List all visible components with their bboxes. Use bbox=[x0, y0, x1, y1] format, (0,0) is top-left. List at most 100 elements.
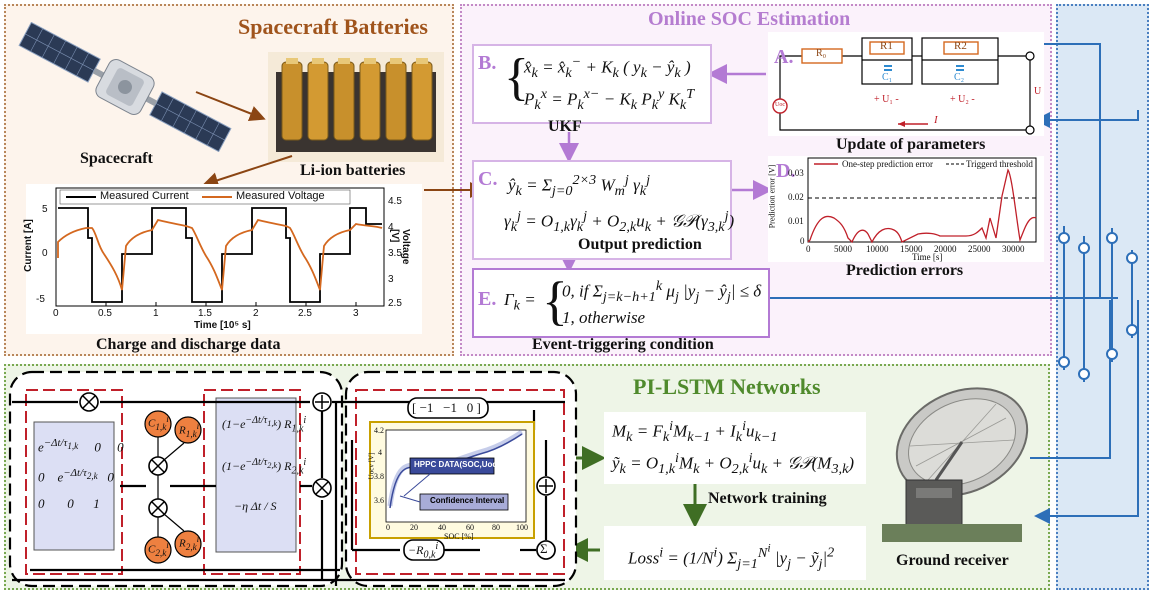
spacecraft-illustration bbox=[18, 22, 232, 152]
error-x-label: Time [s] bbox=[912, 252, 943, 262]
error-y-tick-0: 0.03 bbox=[788, 168, 804, 178]
ukf-eq-1: x̂k = x̂k− + Kk ( yk − ŷk ) bbox=[524, 54, 691, 82]
error-x-tick-2: 10000 bbox=[866, 244, 889, 254]
x-tick-6: 3 bbox=[353, 308, 359, 319]
event-brace: { bbox=[542, 271, 568, 331]
r0-block: −R0,ki bbox=[408, 541, 439, 561]
circuit-u1: + U₁ - bbox=[874, 94, 899, 105]
node-c1: C1,ki bbox=[148, 414, 169, 432]
inner-y-tick-2: 3.8 bbox=[374, 472, 384, 481]
inner-y-tick-0: 4.2 bbox=[374, 426, 384, 435]
loss-equation-box: Lossi = (1/Ni) Σj=1Ni |yj − ỹj|2 bbox=[604, 526, 866, 580]
y-right-tick-4: 2.5 bbox=[388, 298, 402, 309]
y-right-tick-0: 4.5 bbox=[388, 196, 402, 207]
inner-y-tick-3: 3.6 bbox=[374, 496, 384, 505]
output-eq-2: γkj = O1,kγkj + O2,kuk + 𝒢𝒫(γ3,kj) bbox=[504, 208, 735, 236]
update-params-label: Update of parameters bbox=[836, 136, 986, 153]
circuit-r1: R1 bbox=[880, 40, 893, 52]
error-chart-svg bbox=[807, 157, 1037, 244]
x-tick-5: 2.5 bbox=[298, 308, 312, 319]
inner-x-label: SOC [%] bbox=[444, 532, 474, 541]
ukf-equation-box: B. { x̂k = x̂k− + Kk ( yk − ŷk ) Pkx = P… bbox=[472, 44, 712, 124]
li-ion-label: Li-ion batteries bbox=[300, 162, 406, 179]
comm-line-5 bbox=[1040, 300, 1139, 517]
equivalent-circuit: A. R₀ R1 R2 C₁ C₂ + U₁ - + U₂ - U Uoc I bbox=[768, 32, 1044, 136]
network-training-label: Network training bbox=[708, 490, 827, 507]
y-right-tick-3: 3 bbox=[388, 274, 394, 285]
lstm-eq-2: ỹk = O1,kiMk + O2,kiuk + 𝒢𝒫(M3,k) bbox=[612, 450, 855, 478]
event-condition-box: E. Γk = { 0, if Σj=k−h+1k μj |yj − ŷj| ≤… bbox=[472, 268, 770, 338]
label-b: B. bbox=[478, 52, 497, 74]
label-c: C. bbox=[478, 168, 498, 190]
x-tick-2: 1 bbox=[153, 308, 159, 319]
node-c2: C2,ki bbox=[148, 540, 169, 558]
error-x-tick-4: 20000 bbox=[934, 244, 957, 254]
ground-receiver-label: Ground receiver bbox=[896, 552, 1009, 569]
y-right-tick-1: 4 bbox=[388, 222, 394, 233]
li-ion-batteries-image bbox=[268, 52, 444, 162]
input-matrix: (1−e−Δt/τ1,k) R1,ki (1−e−Δt/τ2,k) R2,ki … bbox=[222, 415, 307, 513]
circuit-svg bbox=[772, 37, 1035, 135]
y-left-tick-0: 5 bbox=[42, 204, 48, 215]
circuit-c2: C₂ bbox=[954, 72, 965, 83]
label-e: E. bbox=[478, 288, 497, 310]
data-caption: Charge and discharge data bbox=[96, 336, 281, 353]
circuit-uoc: Uoc bbox=[775, 102, 785, 108]
error-x-tick-6: 30000 bbox=[1002, 244, 1025, 254]
legend-threshold: Triggerd threshold bbox=[966, 159, 1033, 169]
inner-x-tick-5: 100 bbox=[516, 523, 528, 532]
x-axis-label: Time [10⁵ s] bbox=[194, 320, 251, 331]
charge-discharge-chart: Measured Current Measured Voltage Curren… bbox=[23, 184, 422, 334]
event-eq-2: 1, otherwise bbox=[562, 308, 646, 327]
voltage-series-line bbox=[57, 218, 383, 291]
current-series-line bbox=[58, 207, 382, 303]
event-condition-label: Event-triggering condition bbox=[532, 336, 714, 353]
spacecraft-to-battery-arrow bbox=[195, 91, 266, 122]
inner-y-tick-1: 4 bbox=[378, 448, 382, 457]
output-eq-1: ŷk = Σj=02×3 Wmj γkj bbox=[508, 172, 650, 200]
error-x-tick-3: 15000 bbox=[900, 244, 923, 254]
node-r1: R1,ki bbox=[179, 421, 200, 439]
circuit-u2: + U₂ - bbox=[950, 94, 975, 105]
loss-eq: Lossi = (1/Ni) Σj=1Ni |yj − ỹj|2 bbox=[628, 540, 835, 572]
ukf-eq-2: Pkx = Pkx− − Kk Pky KkT bbox=[524, 86, 695, 114]
inner-x-tick-4: 80 bbox=[492, 523, 500, 532]
charge-chart-svg bbox=[55, 187, 385, 307]
x-tick-1: 0.5 bbox=[98, 308, 112, 319]
ukf-label: UKF bbox=[548, 118, 582, 135]
prediction-error-chart: D. One-step prediction error Triggerd th… bbox=[767, 156, 1044, 262]
x-tick-0: 0 bbox=[53, 308, 59, 319]
error-x-tick-0: 0 bbox=[806, 244, 811, 254]
circuit-u: U bbox=[1034, 86, 1042, 97]
inner-x-tick-0: 0 bbox=[386, 523, 390, 532]
circuit-i: I bbox=[934, 114, 938, 126]
error-x-tick-5: 25000 bbox=[968, 244, 991, 254]
y-left-tick-1: 0 bbox=[42, 248, 48, 259]
error-series-line bbox=[807, 168, 1037, 244]
error-y-tick-2: 0.01 bbox=[788, 216, 804, 226]
label-a: A. bbox=[774, 46, 794, 68]
prediction-errors-label: Prediction errors bbox=[846, 262, 964, 279]
hppc-label: HPPC DATA(SOC,Uocv) bbox=[414, 460, 504, 469]
legend-voltage: Measured Voltage bbox=[236, 190, 325, 202]
decay-matrix: e−Δt/τ1,k 0 0 0 e−Δt/τ2,k 0 0 0 1 bbox=[38, 437, 124, 511]
lstm-eq-1: Mk = FkiMk−1 + Ikiuk−1 bbox=[612, 418, 778, 446]
sum-node: Σ bbox=[540, 541, 548, 556]
x-tick-4: 2 bbox=[253, 308, 259, 319]
circuit-r2: R2 bbox=[954, 40, 967, 52]
event-eq-1: 0, if Σj=k−h+1k μj |yj − ŷj| ≤ δ bbox=[562, 278, 762, 306]
legend-current: Measured Current bbox=[100, 190, 189, 202]
batteries-title: Spacecraft Batteries bbox=[238, 14, 428, 39]
legend-error: One-step prediction error bbox=[842, 159, 933, 169]
y-left-tick-2: -5 bbox=[36, 294, 45, 305]
output-equation-box: C. ŷk = Σj=02×3 Wmj γkj γkj = O1,kγkj + … bbox=[472, 160, 735, 260]
circuit-c1: C₁ bbox=[882, 72, 893, 83]
node-r2: R2,ki bbox=[179, 534, 200, 552]
label-d: D. bbox=[776, 160, 796, 182]
output-prediction-label: Output prediction bbox=[578, 236, 702, 253]
lstm-equation-box: Mk = FkiMk−1 + Ikiuk−1 ỹk = O1,kiMk + O2… bbox=[604, 412, 866, 484]
circuit-r0: R₀ bbox=[816, 48, 827, 59]
inner-x-tick-2: 40 bbox=[438, 523, 446, 532]
